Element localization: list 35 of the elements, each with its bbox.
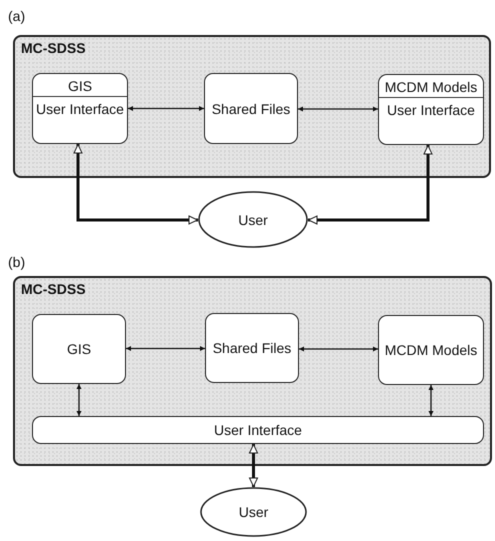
- box-heading: GIS: [33, 74, 127, 97]
- arrow: [299, 346, 378, 352]
- panel-title: MC-SDSS: [21, 281, 86, 297]
- component-box: [32, 73, 128, 144]
- component-box: [32, 416, 484, 444]
- arrow: [308, 145, 432, 224]
- box-label: Shared Files: [210, 100, 292, 118]
- box-label: GIS: [66, 340, 92, 358]
- arrow: [249, 444, 258, 487]
- box-label: User Interface: [213, 421, 303, 439]
- arrow: [74, 144, 198, 224]
- box-heading: MCDM Models: [379, 75, 483, 98]
- panel-letter: (a): [8, 8, 26, 24]
- component-box: [378, 74, 484, 145]
- node-label: User: [238, 504, 268, 520]
- arrow: [126, 346, 205, 351]
- box-label: User Interface: [35, 100, 125, 118]
- component-box: [378, 315, 484, 385]
- panel-title: MC-SDSS: [21, 40, 86, 56]
- box-label: MCDM Models: [384, 341, 478, 359]
- arrow: [76, 384, 82, 416]
- user-ellipse: [200, 487, 307, 537]
- node-label: User: [238, 212, 268, 228]
- user-ellipse: [198, 191, 308, 248]
- arrow: [428, 385, 434, 416]
- component-box: [205, 313, 299, 383]
- system-panel: [13, 35, 491, 178]
- panel-letter: (b): [8, 254, 26, 270]
- box-label: Shared Files: [212, 339, 292, 357]
- component-box: [32, 314, 126, 384]
- system-panel: [13, 276, 492, 466]
- box-label: User Interface: [386, 101, 476, 119]
- component-box: [204, 73, 298, 144]
- arrow: [128, 106, 204, 111]
- arrow: [298, 106, 378, 112]
